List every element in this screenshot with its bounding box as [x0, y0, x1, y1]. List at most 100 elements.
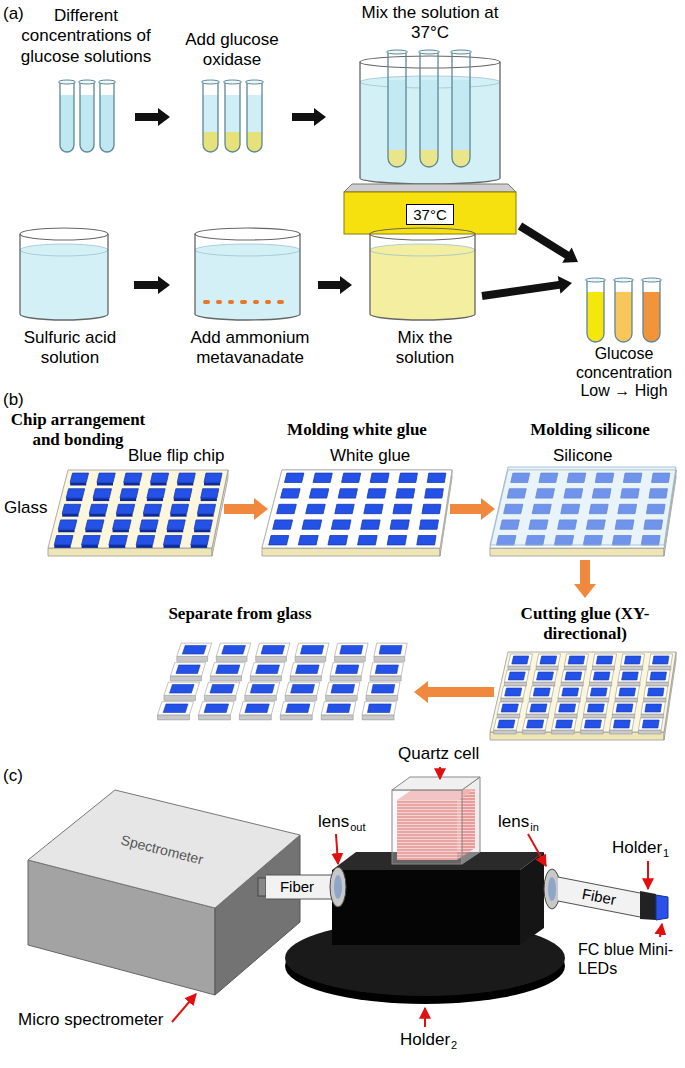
arrow-shape: [574, 560, 596, 598]
block-side: [529, 698, 551, 702]
block-top: [533, 670, 558, 682]
lens-glass: [548, 877, 556, 901]
blue-chip: [375, 665, 398, 674]
block-top: [641, 702, 665, 714]
powder-dot: [217, 300, 221, 304]
test-tube: [99, 80, 116, 152]
test-tube: [59, 80, 76, 152]
blue-chip: [147, 489, 165, 498]
block-top: [158, 702, 194, 715]
block-side: [362, 715, 394, 720]
blue-chip: [335, 665, 358, 674]
tube-liquid: [615, 292, 632, 342]
blue-chip: [616, 704, 633, 712]
lens-ring: [330, 867, 346, 907]
display-text: 37°C: [413, 206, 447, 223]
step-label: Different concentrations of glucose solu…: [10, 6, 162, 67]
arrow-shape: [318, 276, 352, 294]
tube-glass: [615, 280, 632, 342]
tube-rim: [387, 50, 408, 54]
arrow-shape: [450, 498, 495, 520]
blue-chip: [167, 520, 185, 529]
blue-chip: [216, 665, 240, 674]
tube-rim: [202, 80, 220, 84]
powder-dot: [266, 300, 270, 304]
blue-chip: [176, 665, 200, 674]
blue-chip: [113, 520, 131, 529]
chip-side: [140, 529, 156, 532]
block-side: [612, 714, 634, 718]
chip-side: [124, 482, 140, 485]
result-label: Low → High: [566, 381, 682, 400]
blue-chip: [197, 504, 215, 513]
beaker-liquid: [195, 250, 300, 320]
blue-chip: [533, 688, 550, 696]
blue-chip: [419, 520, 438, 529]
subscript: 1: [663, 847, 669, 860]
chip-side: [197, 514, 213, 517]
block-top: [335, 643, 369, 656]
blue-chip: [245, 704, 269, 713]
blue-chip: [89, 504, 107, 513]
block-top: [649, 654, 673, 666]
block-side: [641, 714, 663, 718]
block-arrow: [414, 681, 494, 703]
chip-side: [201, 498, 217, 501]
block-side: [536, 666, 558, 670]
blue-chip: [109, 536, 128, 545]
block-side: [561, 682, 583, 686]
blue-chip: [530, 704, 547, 712]
blue-chip: [177, 473, 195, 482]
chip-side: [58, 529, 74, 532]
blue-chip: [417, 536, 436, 545]
block-top: [646, 670, 670, 682]
tube-rim: [224, 80, 242, 84]
blue-chip: [508, 672, 525, 680]
part-label: Glass: [4, 498, 47, 518]
glass-front: [262, 548, 440, 556]
powder-dot: [267, 300, 271, 304]
block-top: [526, 702, 551, 714]
block-side: [587, 698, 609, 702]
tube-glass: [587, 280, 604, 342]
holder-cap: [640, 891, 656, 920]
blue-chip: [565, 672, 582, 680]
block-side: [646, 682, 668, 686]
blue-chip: [163, 536, 181, 545]
blue-chip: [54, 536, 73, 545]
block-top: [494, 718, 519, 730]
blue-chip: [306, 504, 326, 513]
tube-glass: [452, 52, 470, 167]
beaker-rim: [360, 56, 500, 68]
blue-chip: [370, 473, 389, 482]
block-side: [370, 676, 401, 681]
blue-chip: [298, 536, 318, 545]
block-top: [370, 663, 404, 676]
blue-chip: [300, 645, 323, 654]
powder-dot: [243, 300, 247, 304]
blue-chip: [367, 489, 386, 498]
blue-chip: [358, 536, 378, 545]
powder-dot: [242, 300, 246, 304]
test-tube: [419, 50, 440, 167]
block-top: [374, 643, 407, 656]
block-side: [256, 656, 287, 661]
panel-letter: (a): [3, 4, 24, 24]
blue-chip: [624, 656, 641, 664]
blue-chip: [93, 489, 111, 498]
test-tube: [586, 278, 606, 342]
part-label: Silicone: [553, 446, 613, 466]
chip-side: [191, 545, 207, 548]
block-side: [610, 730, 633, 734]
test-tube: [451, 50, 472, 167]
blue-chip: [340, 645, 363, 654]
blue-chip: [622, 672, 639, 680]
chip-side: [62, 514, 78, 517]
holder-block-side: [520, 852, 544, 945]
blue-chip: [210, 684, 234, 693]
spectrometer-top: [28, 790, 300, 908]
block-top: [621, 654, 645, 666]
block-arrow: [292, 108, 326, 126]
holder-block-front: [332, 870, 520, 945]
leader-arrow: [336, 834, 338, 864]
